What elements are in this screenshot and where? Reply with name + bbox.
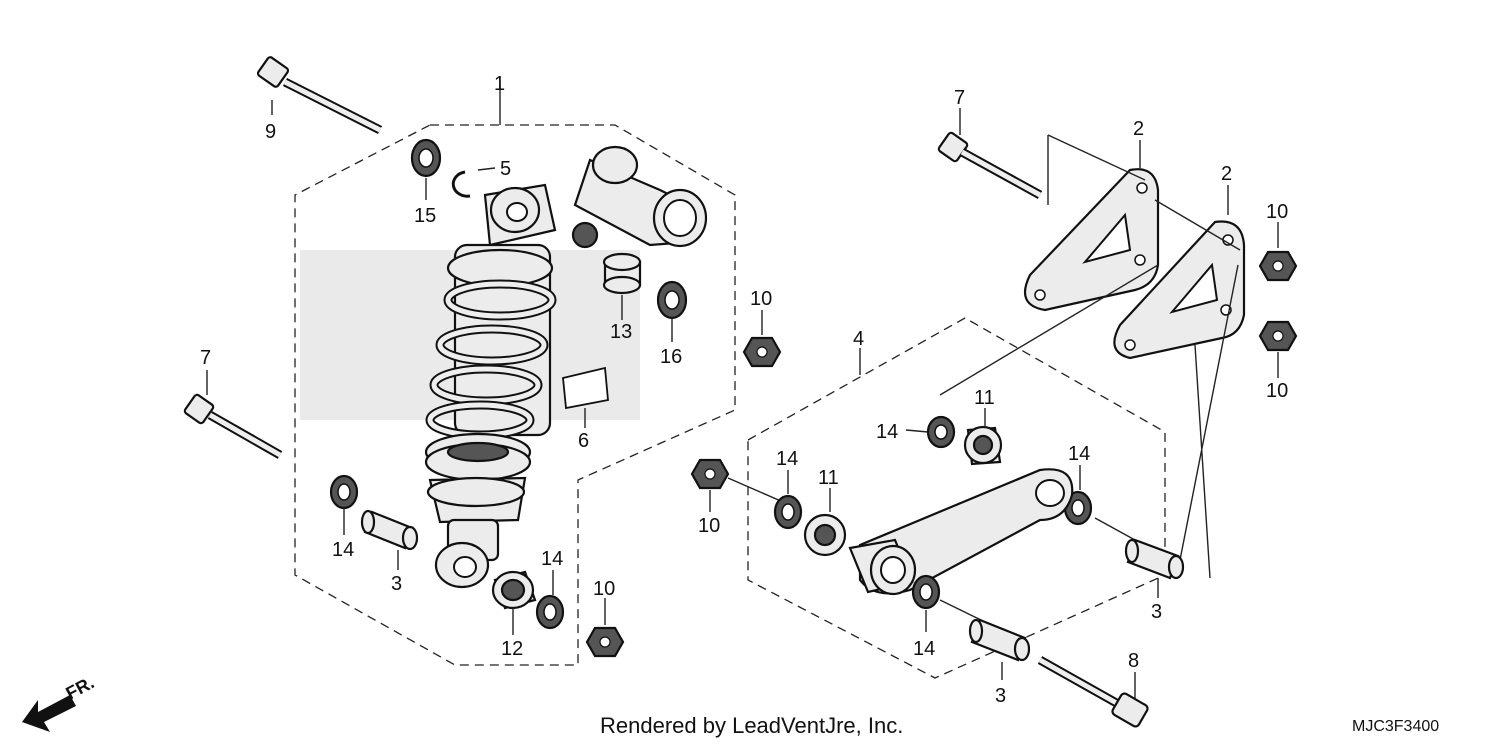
rendered-by-credit: Rendered by LeadVentJre, Inc. xyxy=(600,713,903,738)
linkage-group-outline xyxy=(747,317,1166,679)
callout-14b: 14 xyxy=(541,548,563,570)
callout-10c: 10 xyxy=(1266,380,1288,402)
callout-12: 12 xyxy=(501,638,523,660)
nut-10-right-lower-icon xyxy=(1258,320,1298,378)
diagram-code: MJC3F3400 xyxy=(1352,718,1439,735)
nut-10-linkage-icon xyxy=(690,458,791,512)
callout-2b: 2 xyxy=(1221,163,1232,185)
bolt-8-icon xyxy=(1037,656,1149,728)
callout-2a: 2 xyxy=(1133,118,1144,140)
bearing-12-icon xyxy=(491,570,537,635)
washer-14-linkage-b-icon xyxy=(773,470,803,530)
callout-13: 13 xyxy=(610,321,632,343)
callout-8: 8 xyxy=(1128,650,1139,672)
callout-1: 1 xyxy=(494,73,505,95)
callout-11b: 11 xyxy=(818,467,839,489)
washer-14-linkage-a-icon xyxy=(905,415,956,449)
bolt-9-icon xyxy=(256,56,383,135)
nut-10-lower-icon xyxy=(585,598,625,658)
nut-10-upper-icon xyxy=(742,310,782,368)
callout-14d: 14 xyxy=(776,448,798,470)
callout-14a: 14 xyxy=(332,539,354,561)
callout-10a: 10 xyxy=(750,288,772,310)
callout-7b: 7 xyxy=(954,87,965,109)
callout-14f: 14 xyxy=(913,638,935,660)
callout-10e: 10 xyxy=(593,578,615,600)
bolt-7-right-icon xyxy=(937,108,1043,199)
callout-9: 9 xyxy=(265,121,276,143)
callout-10d: 10 xyxy=(698,515,720,537)
callout-15: 15 xyxy=(414,205,436,227)
washer-16-icon xyxy=(656,280,688,342)
callout-3c: 3 xyxy=(995,685,1006,707)
callout-14c: 14 xyxy=(876,421,898,443)
collar-3-left-icon xyxy=(360,509,419,570)
washer-14-left-icon xyxy=(329,474,359,535)
callout-16: 16 xyxy=(660,346,682,368)
collar-3-bottom-icon xyxy=(939,599,1031,680)
callout-11a: 11 xyxy=(974,387,995,409)
link-arm-icon xyxy=(848,348,1074,596)
callout-6: 6 xyxy=(578,430,589,452)
bushing-13-icon xyxy=(602,252,642,320)
front-arrow-icon: FR. xyxy=(22,672,97,732)
clip-5-icon xyxy=(451,167,496,198)
washer-14-linkage-d-icon xyxy=(911,574,941,632)
callout-7a: 7 xyxy=(200,347,211,369)
callout-4: 4 xyxy=(853,328,864,350)
plate-2-front-icon xyxy=(1113,185,1246,360)
washer-15-icon xyxy=(410,138,442,200)
label-6-icon xyxy=(562,366,609,428)
bolt-7-left-icon xyxy=(183,370,283,459)
plate-2-rear-icon xyxy=(1023,140,1160,312)
callout-10b: 10 xyxy=(1266,201,1288,223)
shock-absorber-icon xyxy=(424,85,708,589)
callout-3b: 3 xyxy=(1151,601,1162,623)
callout-3a: 3 xyxy=(391,573,402,595)
nut-10-right-upper-icon xyxy=(1258,222,1298,282)
washer-14-lower-icon xyxy=(535,570,565,630)
bearing-11-lower-icon xyxy=(803,488,847,557)
callout-labels: 1 2 2 3 3 3 4 5 6 7 7 8 9 10 10 10 10 10… xyxy=(200,73,1288,707)
callout-5: 5 xyxy=(500,158,511,180)
collar-3-right-icon xyxy=(1094,517,1185,598)
bearing-11-upper-icon xyxy=(963,408,1003,466)
plate-alignment-lines xyxy=(939,134,1241,579)
callout-14e: 14 xyxy=(1068,443,1090,465)
shock-group-outline xyxy=(294,124,736,666)
